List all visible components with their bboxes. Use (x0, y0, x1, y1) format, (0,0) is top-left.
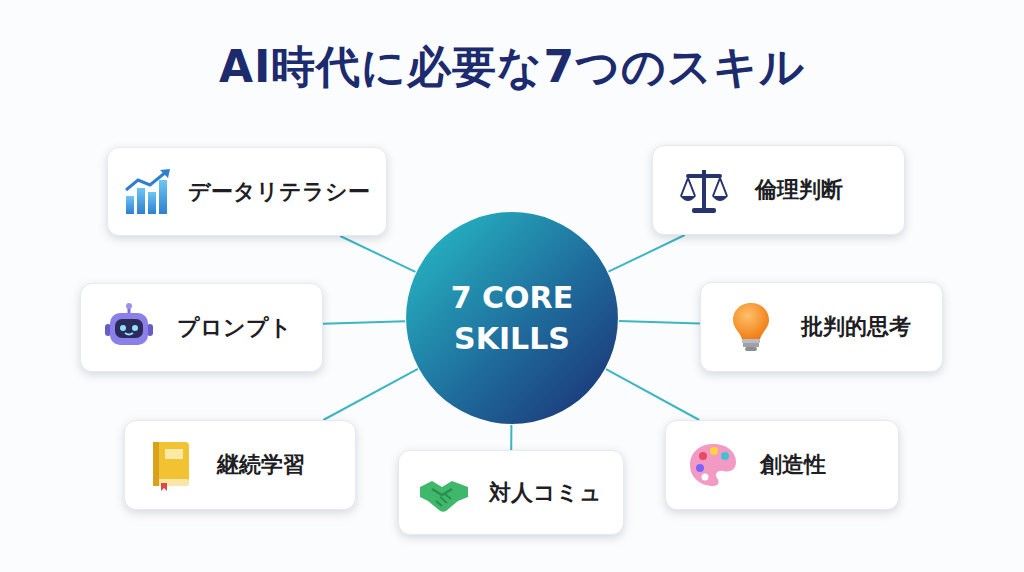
skill-label: データリテラシー (188, 177, 370, 207)
skill-box: 批判的思考 (700, 282, 943, 372)
skill-box: 創造性 (665, 420, 899, 510)
skill-label: 批判的思考 (801, 312, 911, 342)
hub-circle (405, 211, 619, 425)
skill-label: 対人コミュ (489, 478, 602, 508)
skill-label: 倫理判断 (755, 175, 843, 205)
skill-label: プロンプト (177, 313, 292, 343)
robot-icon (103, 302, 155, 354)
connector-line (510, 425, 512, 450)
skill-label: 創造性 (760, 450, 826, 480)
connector-line (609, 235, 685, 272)
palette-icon (687, 439, 739, 491)
handshake-icon (418, 467, 470, 519)
connector-line (323, 321, 405, 324)
connector-line (340, 236, 415, 272)
connector-line (619, 321, 700, 323)
skill-box: データリテラシー (107, 147, 387, 236)
hub-label: 7 CORE SKILLS (405, 278, 619, 359)
scale-icon (678, 164, 730, 216)
skill-box: 対人コミュ (398, 450, 624, 535)
skill-label: 継続学習 (217, 450, 305, 480)
lightbulb-icon (725, 301, 777, 353)
connector-line (606, 369, 699, 420)
diagram-title: AI時代に必要な7つのスキル (0, 38, 1024, 97)
connector-line (323, 369, 418, 420)
book-icon (145, 439, 197, 491)
chart-icon (122, 166, 174, 218)
skill-box: プロンプト (80, 283, 323, 372)
skill-box: 倫理判断 (652, 145, 905, 235)
skill-box: 継続学習 (124, 420, 356, 510)
hub-circle: 7 CORE SKILLS (405, 211, 619, 425)
